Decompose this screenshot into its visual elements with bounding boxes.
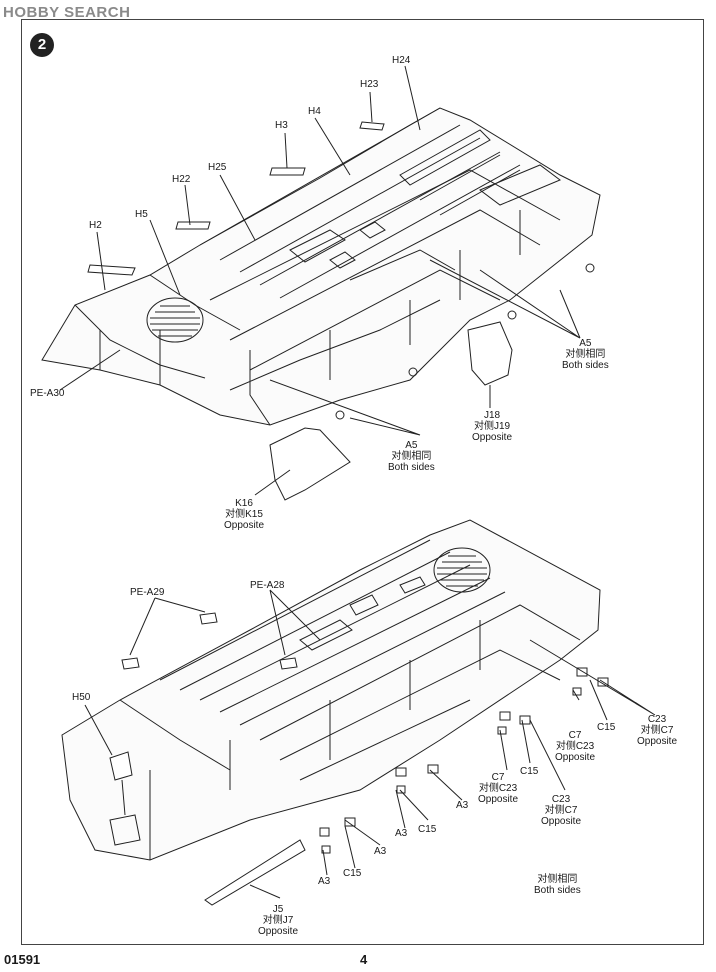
callout-j18: J18 对侧J19 Opposite — [472, 410, 512, 443]
callout-c23-low: C23 对侧C7 Opposite — [541, 794, 581, 827]
callout-part: J18 — [483, 410, 501, 421]
callout-part: C23 — [647, 714, 667, 725]
callout-note2: Both sides — [534, 885, 581, 896]
label-h50: H50 — [72, 692, 91, 703]
callout-note2: Both sides — [562, 360, 609, 371]
callout-a5-left: A5 对侧相同 Both sides — [388, 440, 435, 473]
callout-a5-right: A5 对侧相同 Both sides — [562, 338, 609, 371]
label-c15-top: C15 — [597, 722, 616, 733]
callout-note: 对侧K15 — [225, 509, 263, 520]
callout-c7-low: C7 对侧C23 Opposite — [478, 772, 518, 805]
callout-note2: Opposite — [224, 520, 265, 531]
label-a3-d: A3 — [318, 876, 331, 887]
callout-note: 对侧J7 — [262, 915, 294, 926]
callout-note: 对侧相同 — [537, 874, 578, 885]
callout-part: A5 — [579, 338, 592, 349]
label-pe-a30: PE-A30 — [30, 388, 65, 399]
label-c15-mid: C15 — [520, 766, 539, 777]
label-h5: H5 — [135, 209, 148, 220]
callout-note: 对侧相同 — [565, 349, 606, 360]
label-pe-a29: PE-A29 — [130, 587, 165, 598]
callout-note2: Opposite — [472, 432, 513, 443]
page-frame — [21, 19, 704, 945]
callout-c23-top: C23 对侧C7 Opposite — [637, 714, 677, 747]
label-h2: H2 — [89, 220, 102, 231]
callout-note: 对侧J19 — [473, 421, 511, 432]
callout-part: K16 — [235, 498, 253, 509]
callout-note2: Opposite — [541, 816, 582, 827]
label-h4: H4 — [308, 106, 321, 117]
step-number-badge: 2 — [30, 33, 54, 57]
callout-note: 对侧C23 — [478, 783, 518, 794]
callout-part: J5 — [272, 904, 284, 915]
callout-note2: Both sides — [388, 462, 435, 473]
callout-both-sides: 对侧相同 Both sides — [534, 874, 581, 896]
label-h25: H25 — [208, 162, 227, 173]
upper-hull-drawing — [41, 65, 601, 501]
callout-note: 对侧C23 — [555, 741, 595, 752]
label-c15-d: C15 — [343, 868, 362, 879]
callout-note: 对侧C7 — [640, 725, 674, 736]
label-a3-b: A3 — [395, 828, 408, 839]
label-h24: H24 — [392, 55, 411, 66]
callout-j5: J5 对侧J7 Opposite — [258, 904, 298, 937]
label-pe-a28: PE-A28 — [250, 580, 285, 591]
catalog-number: 01591 — [4, 952, 41, 967]
label-h23: H23 — [360, 79, 379, 90]
callout-note: 对侧C7 — [544, 805, 578, 816]
callout-part: C7 — [568, 730, 582, 741]
callout-note: 对侧相同 — [391, 451, 432, 462]
callout-note2: Opposite — [478, 794, 519, 805]
callout-part: C23 — [551, 794, 571, 805]
lower-hull-drawing — [61, 519, 656, 906]
callout-note2: Opposite — [555, 752, 596, 763]
label-a3-c: A3 — [374, 846, 387, 857]
callout-part: A5 — [405, 440, 418, 451]
callout-c7-mid: C7 对侧C23 Opposite — [555, 730, 595, 763]
callout-k16: K16 对侧K15 Opposite — [224, 498, 264, 531]
label-h3: H3 — [275, 120, 288, 131]
page-number: 4 — [360, 952, 368, 967]
callout-part: C7 — [491, 772, 505, 783]
label-c15-c: C15 — [418, 824, 437, 835]
watermark: HOBBY SEARCH — [3, 4, 131, 21]
callout-note2: Opposite — [258, 926, 299, 937]
label-a3-a: A3 — [456, 800, 469, 811]
label-h22: H22 — [172, 174, 191, 185]
callout-note2: Opposite — [637, 736, 678, 747]
